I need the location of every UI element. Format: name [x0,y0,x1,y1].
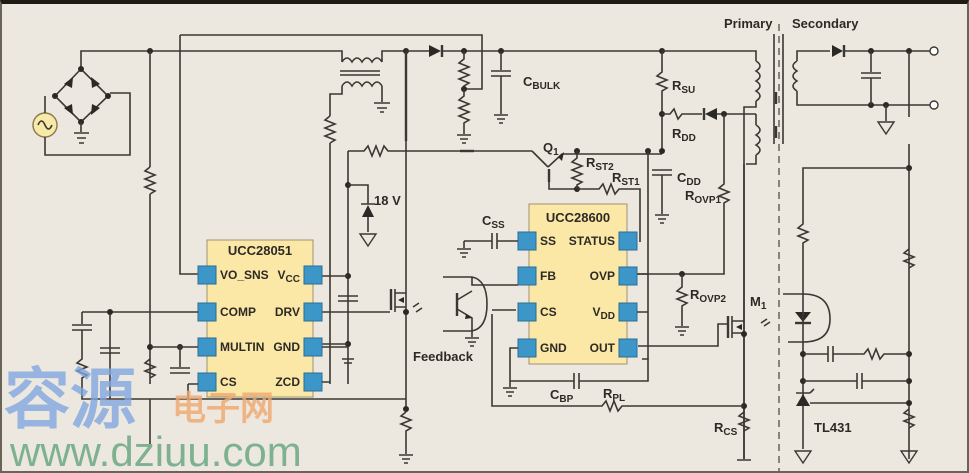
svg-text:VDD: VDD [593,305,615,322]
m1-mosfet: M1 [638,164,767,459]
q1-transistor: Q1 [531,140,662,190]
r-st1-label: RST1 [612,170,640,188]
ucc28051-ic: UCC28051 VO_SNS COMP MULTIN CS VCC DRV G… [197,239,323,398]
r-st2-label: RST2 [586,155,614,173]
primary-label: Primary [724,16,773,31]
svg-text:VCC: VCC [278,268,300,285]
r-ovp2-label: ROVP2 [690,287,727,305]
c-bulk-label: CBULK [523,74,561,92]
zener-18v: 18 V [348,184,401,248]
watermark: 容源 电子网 www.dziuu.com [4,361,302,471]
r-su-label: RSU [672,78,695,96]
tl431-regulator: TL431 [796,388,912,435]
zener-label: 18 V [374,193,401,208]
boost-diode [406,45,662,57]
watermark-cn-large: 容源 [4,361,136,438]
ac-source [32,92,131,156]
ucc28600-ic: UCC28600 SS FB CS GND STATUS OVP VDD OUT [517,203,638,365]
svg-text:ZCD: ZCD [275,375,300,389]
svg-text:STATUS: STATUS [569,234,615,248]
svg-text:GND: GND [540,341,567,355]
svg-text:OVP: OVP [590,269,615,283]
bridge-rectifier [52,50,150,144]
svg-text:MULTIN: MULTIN [220,340,264,354]
watermark-url: www.dziuu.com [9,428,302,471]
c-dd-label: CDD [677,170,701,188]
watermark-cn-small: 电子网 [172,389,274,429]
feedback-label: Feedback [413,349,474,364]
svg-text:DRV: DRV [275,305,300,319]
tl431-label: TL431 [814,420,852,435]
pfc-mosfet [321,289,406,313]
c-ss-label: CSS [482,213,505,231]
svg-text:VO_SNS: VO_SNS [220,268,269,282]
optocoupler-transistor: Feedback [412,276,518,364]
svg-text:COMP: COMP [220,305,256,319]
c-bp-label: CBP [550,387,574,405]
ucc28051-title: UCC28051 [228,243,292,258]
r-pl-label: RPL [603,386,625,404]
flyback-transformer [662,34,808,459]
svg-text:OUT: OUT [590,341,616,355]
r-cs-label: RCS [714,420,738,438]
r-ovp1-label: ROVP1 [685,188,722,206]
svg-text:CS: CS [220,375,237,389]
svg-text:FB: FB [540,269,556,283]
optocoupler-led [760,286,831,449]
r-dd-label: RDD [672,126,696,144]
m1-label: M1 [750,294,767,312]
q1-label: Q1 [543,140,559,158]
svg-text:GND: GND [273,340,300,354]
ucc28600-title: UCC28600 [546,210,610,225]
svg-text:CS: CS [540,305,557,319]
pfc-inductor [322,50,406,384]
secondary-label: Secondary [792,16,859,31]
circuit-schematic: CBULK 18 V Q1 RST2 RST1 RSU RDD CDD ROVP… [4,16,939,471]
svg-text:SS: SS [540,234,556,248]
